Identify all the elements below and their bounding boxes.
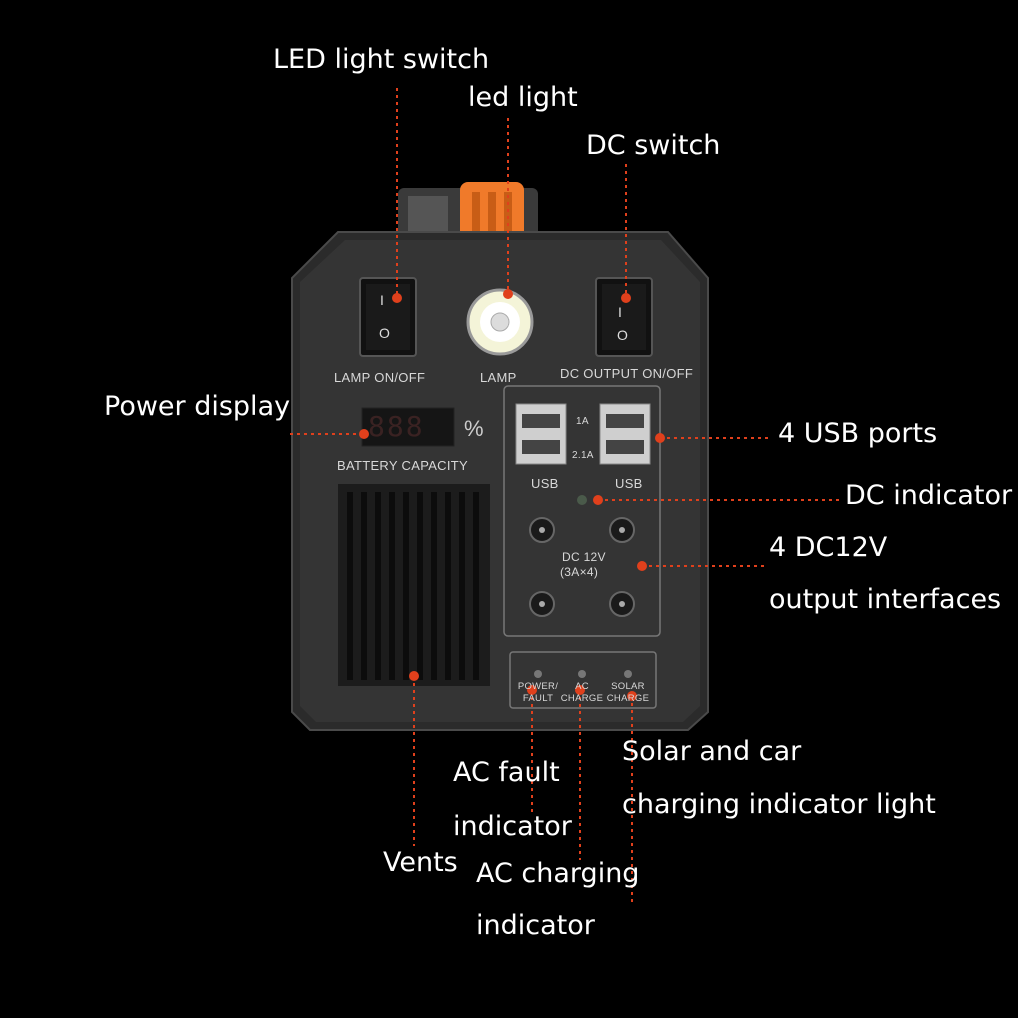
dc-indicator-led <box>577 495 587 505</box>
output-panel-frame <box>503 385 661 637</box>
power-fault-label-line2: FAULT <box>522 693 554 704</box>
leader-lines <box>290 88 840 906</box>
usb-right-label: USB <box>615 476 643 491</box>
callout-led-light-switch: LED light switch <box>273 44 490 75</box>
callout-dc12v-line2: output interfaces <box>769 584 1002 615</box>
usb-port-block-left <box>515 403 567 465</box>
callout-ac-charging-line2: indicator <box>476 910 595 941</box>
callout-led-light: led light <box>468 82 578 113</box>
usb-21a-label: 2.1A <box>572 450 594 461</box>
percent-sign: % <box>464 416 484 441</box>
handle-ridge <box>488 192 496 232</box>
dc-switch-label: DC OUTPUT ON/OFF <box>560 366 694 381</box>
usb-port <box>522 414 560 428</box>
power-display <box>361 407 455 447</box>
callout-dc-switch: DC switch <box>586 130 721 161</box>
callout-dc12v-line1: 4 DC12V <box>769 532 888 563</box>
callout-usb-ports: 4 USB ports <box>778 418 938 449</box>
callout-ac-charging-line1: AC charging <box>476 858 640 889</box>
display-digits: 888 <box>368 410 425 443</box>
dc-jacks <box>529 517 635 617</box>
handle-grip <box>408 196 448 234</box>
callout-power-display: Power display <box>104 391 291 422</box>
callout-ac-fault-line2: indicator <box>453 811 572 842</box>
led-lamp-core <box>490 312 510 332</box>
lamp-switch-off-mark: O <box>379 325 391 341</box>
power-fault-label-line1: POWER/ <box>517 681 559 692</box>
ac-charge-led <box>578 670 586 678</box>
lamp-switch-rocker <box>366 284 410 350</box>
lamp-switch-on-mark: I <box>380 292 385 308</box>
lamp-switch-label: LAMP ON/OFF <box>334 370 426 385</box>
usb-1a-label: 1A <box>576 416 589 427</box>
power-fault-label: POWER/ FAULT <box>516 681 560 705</box>
leader-endpoints <box>359 289 665 701</box>
usb-left-label: USB <box>531 476 559 491</box>
usb-port <box>522 440 560 454</box>
vent-holes <box>347 492 479 680</box>
dc-label-current: (3A×4) <box>560 565 599 579</box>
usb-port <box>606 440 644 454</box>
usb-port-block-right <box>599 403 651 465</box>
handle-ridge <box>472 192 480 232</box>
solar-charge-label: SOLAR CHARGE <box>604 681 652 705</box>
callout-solar-line1: Solar and car <box>622 736 802 767</box>
callout-dc-indicator: DC indicator <box>845 480 1013 511</box>
ac-charge-label: AC CHARGE <box>558 681 606 705</box>
indicator-panel-frame <box>509 651 657 709</box>
ac-charge-label-line2: CHARGE <box>560 693 604 704</box>
power-fault-led <box>534 670 542 678</box>
dc-label-voltage: DC 12V <box>562 550 606 564</box>
solar-charge-label-line1: SOLAR <box>611 681 645 692</box>
solar-charge-led <box>624 670 632 678</box>
dc-switch-on-mark: I <box>618 304 623 320</box>
callout-solar-line2: charging indicator light <box>622 789 936 820</box>
dc-switch-off-mark: O <box>617 327 629 343</box>
lamp-label: LAMP <box>480 370 517 385</box>
battery-capacity-label: BATTERY CAPACITY <box>337 458 468 473</box>
solar-charge-label-line2: CHARGE <box>606 693 650 704</box>
usb-port <box>606 414 644 428</box>
callout-ac-fault-line1: AC fault <box>453 757 560 788</box>
callout-vents: Vents <box>383 847 458 878</box>
ac-charge-label-line1: AC <box>575 681 589 692</box>
vent-grille <box>338 484 490 686</box>
